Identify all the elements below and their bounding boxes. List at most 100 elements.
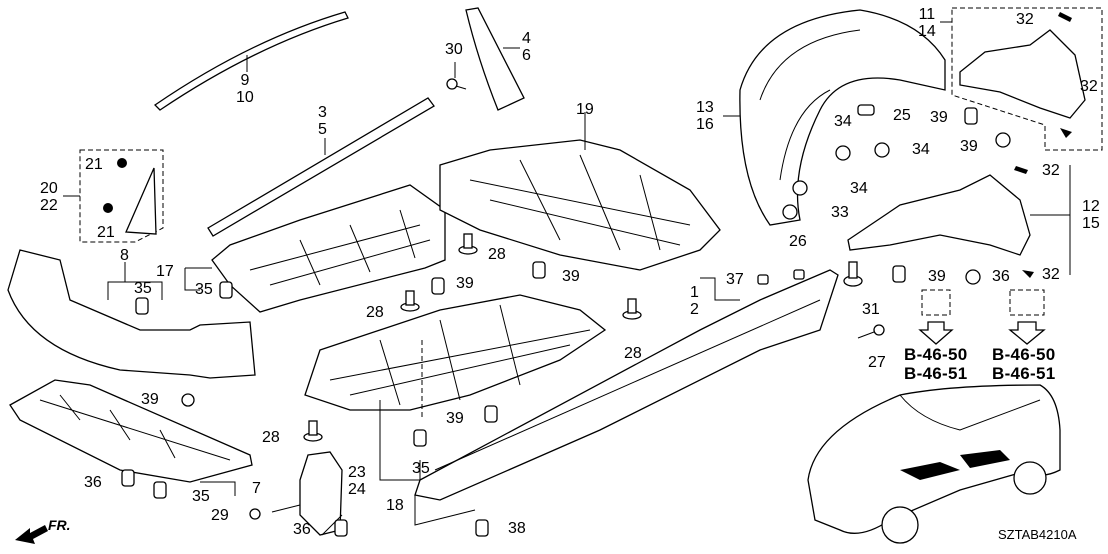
roof-molding-part[interactable] <box>153 11 349 111</box>
callout-39a: 39 <box>930 109 948 126</box>
callout-32c: 32 <box>1042 162 1060 179</box>
clip-37[interactable] <box>757 274 769 285</box>
callout-32b: 32 <box>1080 78 1098 95</box>
clip-36b[interactable] <box>965 269 981 285</box>
callout-32d: 32 <box>1042 266 1060 283</box>
callout-35a: 35 <box>134 280 152 297</box>
callout-21a: 21 <box>85 156 103 173</box>
callout-18: 18 <box>386 497 404 514</box>
callout-23-24: 23 24 <box>348 464 366 498</box>
callout-36c: 36 <box>293 521 311 538</box>
callout-28a: 28 <box>488 246 506 263</box>
vehicle-locator-illustration <box>807 384 1061 544</box>
rear-floor-undercover-part[interactable] <box>304 294 607 481</box>
callout-35c: 35 <box>412 460 430 477</box>
callout-28d: 28 <box>262 429 280 446</box>
callout-34c: 34 <box>850 180 868 197</box>
bolt-28c[interactable] <box>622 298 642 320</box>
clip-34c[interactable] <box>792 180 808 196</box>
callout-36b: 36 <box>992 268 1010 285</box>
clip-36c[interactable] <box>334 519 348 537</box>
clip-39e[interactable] <box>181 393 195 407</box>
callout-29: 29 <box>211 507 229 524</box>
callout-11-14: 11 14 <box>918 6 936 40</box>
bolt-28a[interactable] <box>458 233 478 255</box>
screw-29[interactable] <box>249 508 261 520</box>
clip-39c[interactable] <box>431 277 445 295</box>
bolt-31[interactable] <box>843 261 863 287</box>
callout-28b: 28 <box>366 304 384 321</box>
clip-33[interactable] <box>782 204 798 220</box>
clip-36a[interactable] <box>121 469 135 487</box>
mud-guard-part[interactable] <box>271 451 343 536</box>
callout-9-10: 9 10 <box>236 72 254 106</box>
callout-33: 33 <box>831 204 849 221</box>
callout-20-22: 20 22 <box>40 180 58 214</box>
clip-32b[interactable] <box>1060 128 1072 138</box>
bolt-25[interactable] <box>857 104 875 116</box>
rear-fender-upper-liner-part[interactable] <box>940 7 1103 151</box>
clip-35a[interactable] <box>135 297 149 315</box>
callout-31: 31 <box>862 301 880 318</box>
callout-4-6: 4 6 <box>522 30 531 64</box>
triangle-garnish-part[interactable] <box>63 149 164 243</box>
front-direction-label: FR. <box>48 517 71 533</box>
reference-screw-right <box>1008 289 1046 345</box>
front-undercover-part[interactable] <box>9 379 253 496</box>
reference-left[interactable]: B-46-50 B-46-51 <box>904 345 968 383</box>
clip-39b[interactable] <box>995 132 1011 148</box>
clip-38[interactable] <box>475 519 489 537</box>
bolt-28b[interactable] <box>400 290 420 312</box>
clip-39d[interactable] <box>532 261 546 279</box>
clip-26[interactable] <box>793 269 805 280</box>
clip-39f[interactable] <box>484 405 498 423</box>
screw-30[interactable] <box>446 62 467 90</box>
callout-32a: 32 <box>1016 11 1034 28</box>
splash-shield-part[interactable] <box>7 249 256 379</box>
callout-17: 17 <box>156 263 174 280</box>
clip-39g[interactable] <box>892 265 906 283</box>
callout-26: 26 <box>789 233 807 250</box>
callout-13-16: 13 16 <box>696 99 714 133</box>
callout-36a: 36 <box>84 474 102 491</box>
clip-35d[interactable] <box>153 481 167 499</box>
pillar-garnish-part[interactable] <box>465 7 525 111</box>
front-fender-liner-part[interactable] <box>723 9 946 226</box>
callout-39d: 39 <box>562 268 580 285</box>
fasteners <box>121 12 1072 537</box>
callout-7: 7 <box>252 480 261 497</box>
callout-1-2: 1 2 <box>690 284 699 318</box>
rear-fender-lower-liner-part[interactable] <box>847 165 1071 275</box>
callout-34b: 34 <box>912 141 930 158</box>
callout-30: 30 <box>445 41 463 58</box>
callout-35b: 35 <box>195 281 213 298</box>
clip-34b[interactable] <box>874 142 890 158</box>
callout-39f: 39 <box>446 410 464 427</box>
clip-32a[interactable] <box>1058 12 1072 22</box>
callout-21b: 21 <box>97 224 115 241</box>
callout-37: 37 <box>726 271 744 288</box>
clip-39a[interactable] <box>964 107 978 125</box>
center-floor-undercover-part[interactable] <box>439 112 721 271</box>
drawing-code: SZTAB4210A <box>998 527 1077 542</box>
clip-35b[interactable] <box>219 281 233 299</box>
reference-right[interactable]: B-46-50 B-46-51 <box>992 345 1056 383</box>
callout-39b: 39 <box>960 138 978 155</box>
clip-32c[interactable] <box>1014 166 1028 174</box>
callout-34a: 34 <box>834 113 852 130</box>
bolt-28d[interactable] <box>303 420 323 442</box>
sill-molding-part[interactable] <box>207 97 435 237</box>
callout-12-15: 12 15 <box>1082 198 1100 232</box>
clip-34a[interactable] <box>835 145 851 161</box>
front-direction-arrow-icon <box>15 525 48 544</box>
callout-19: 19 <box>576 101 594 118</box>
clip-32d[interactable] <box>1022 270 1034 278</box>
clip-35c[interactable] <box>413 429 427 447</box>
callout-27: 27 <box>868 354 886 371</box>
screw-27[interactable] <box>857 324 885 339</box>
side-sill-garnish-part[interactable] <box>414 269 839 526</box>
front-floor-undercover-part[interactable] <box>184 184 446 313</box>
callout-39g: 39 <box>928 268 946 285</box>
